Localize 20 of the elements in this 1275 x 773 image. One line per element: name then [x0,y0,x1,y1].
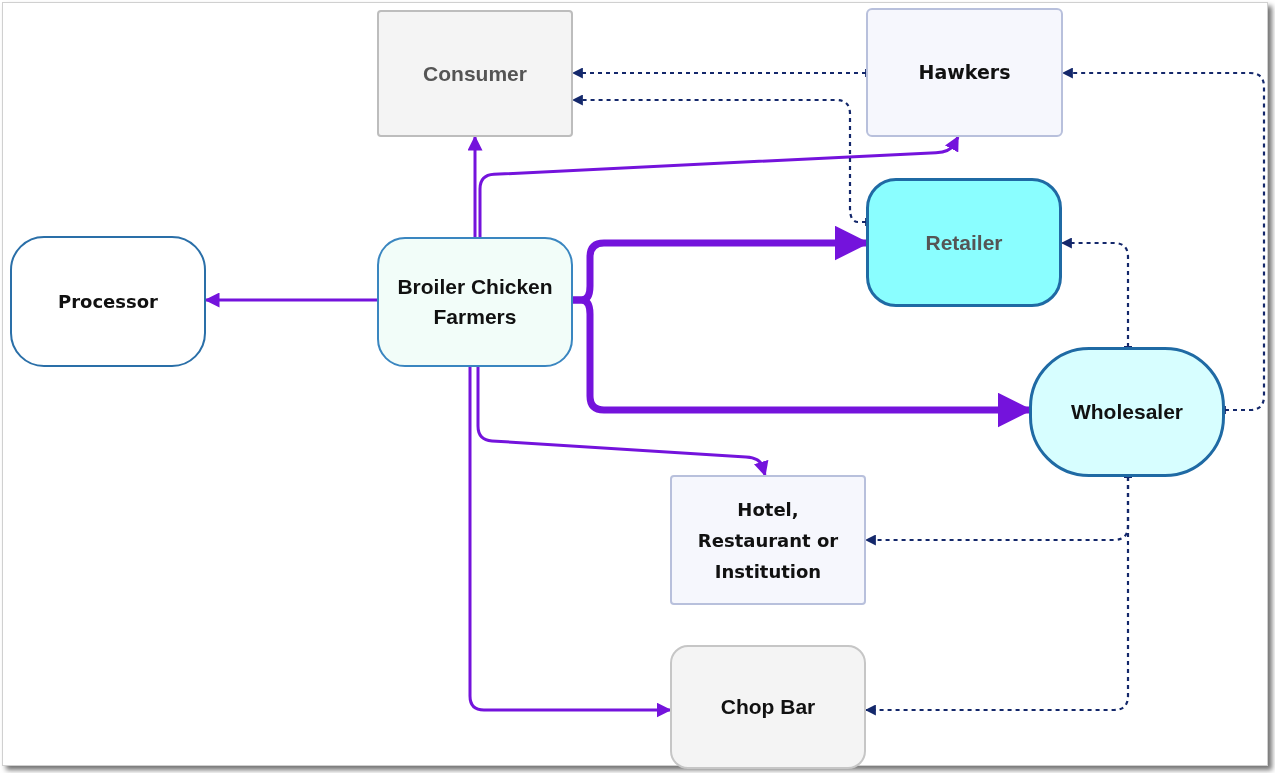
process-box [377,237,573,367]
process-box [10,236,206,367]
arrow [204,292,377,308]
arrow [476,367,769,477]
arrow [467,135,483,237]
process-box [866,8,1063,137]
node-label: Chop Bar [720,694,816,721]
process-box [670,645,866,769]
node-label: Consumer [423,60,527,87]
process-box [866,178,1062,307]
node-label: Retailer [925,229,1003,256]
node-label: Wholesaler [1070,399,1183,426]
arrow [468,367,672,718]
node-label: Processor [58,290,158,314]
process-box [670,475,866,605]
node-label: Hawkers [918,60,1011,86]
node-label: Broiler Chicken Farmers [396,274,554,330]
node-label: Hotel, Restaurant or Institution [696,497,840,584]
arrow [478,135,960,237]
process-box [377,10,573,137]
